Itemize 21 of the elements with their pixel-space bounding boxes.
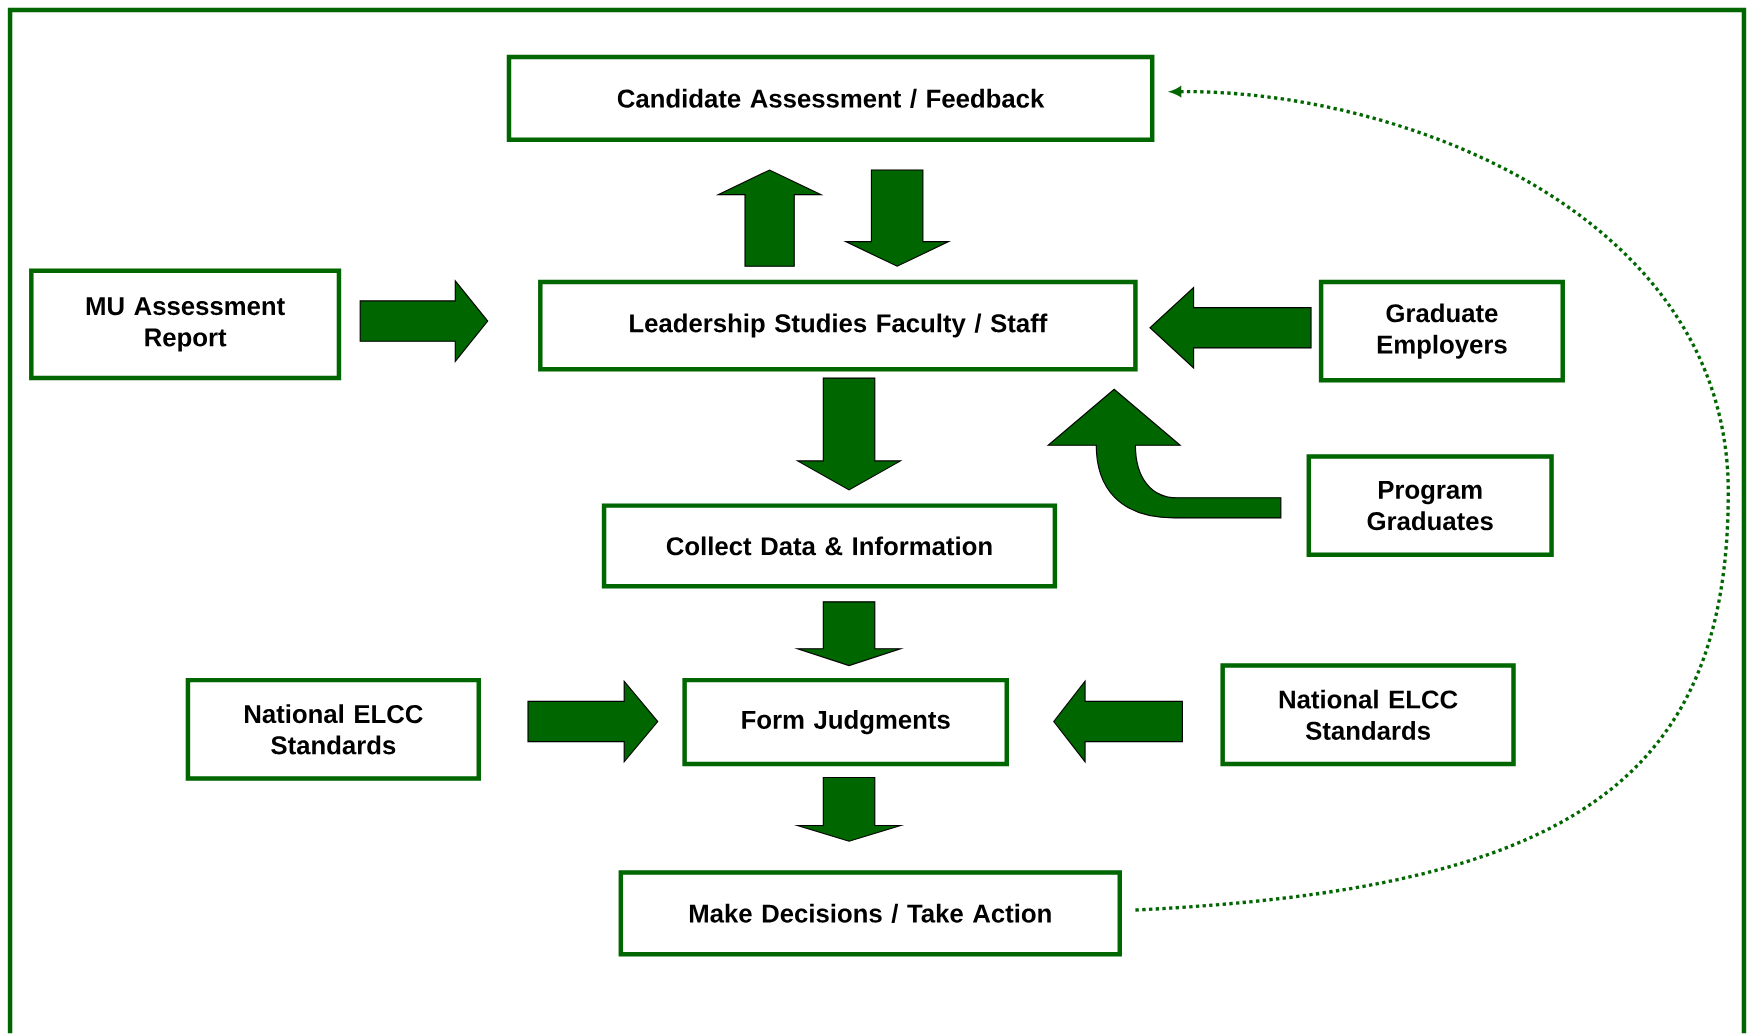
block-arrow — [527, 679, 659, 764]
block-arrow — [793, 777, 905, 842]
text-box: Collect Data & Information — [601, 503, 1058, 589]
text-box: Program Graduates — [1306, 454, 1554, 558]
block-arrow — [1053, 679, 1183, 764]
block-arrow — [1149, 286, 1312, 370]
block-arrow — [843, 169, 952, 268]
block-arrow — [794, 601, 905, 667]
text-box: MU Assessment Report — [29, 268, 342, 381]
text-box: Leadership Studies Faculty / Staff — [538, 279, 1138, 372]
curved-arrow — [1047, 388, 1282, 519]
block-arrow — [795, 377, 903, 491]
text-box: Form Judgments — [682, 678, 1009, 767]
text-box: Graduate Employers — [1318, 279, 1565, 383]
text-box: Candidate Assessment / Feedback — [506, 55, 1155, 143]
dotted-arrow — [1135, 86, 1730, 912]
text-box: National ELCC Standards — [185, 678, 481, 781]
block-arrow — [359, 279, 489, 364]
text-box: Make Decisions / Take Action — [618, 870, 1122, 957]
text-box: National ELCC Standards — [1220, 663, 1516, 767]
block-arrow — [715, 169, 824, 267]
